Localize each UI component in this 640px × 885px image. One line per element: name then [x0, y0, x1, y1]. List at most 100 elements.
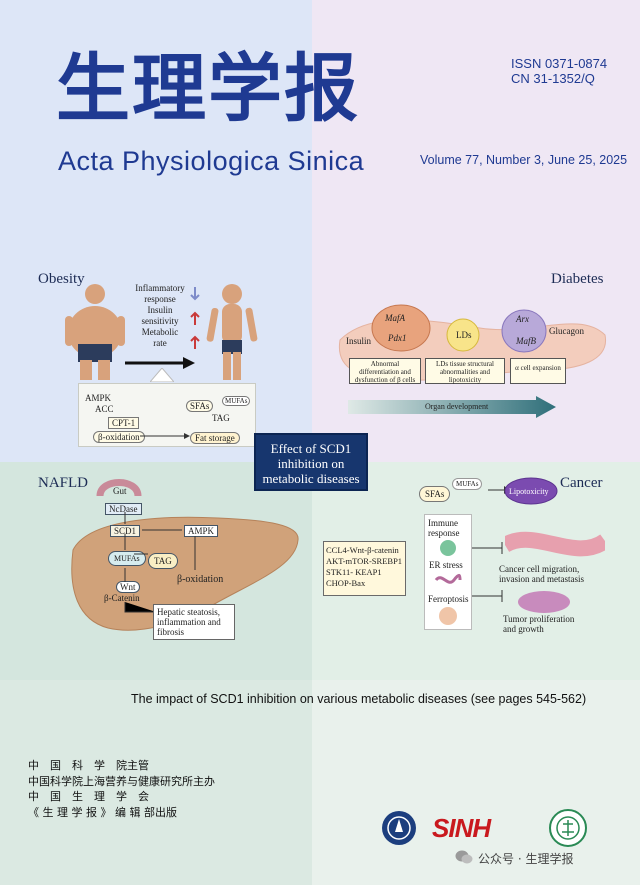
cancer-inhibition-lines	[472, 542, 503, 602]
obesity-effects: Inflammatory response Insulin sensitivit…	[130, 283, 190, 349]
publisher-name: 《 生 理 学 报 》 编 辑 部	[28, 805, 155, 819]
obesity-pathway-arrow	[140, 433, 190, 439]
obesity-progress-arrow	[125, 357, 195, 369]
publisher-role: 主管	[127, 759, 149, 772]
cn-number: CN 31-1352/Q	[511, 71, 595, 86]
center-title-line: inhibition on	[277, 456, 345, 471]
obesity-effect-text: Inflammatory	[135, 283, 185, 293]
diabetes-box-beta-cells: Abnormal differentiation and dysfunction…	[349, 358, 421, 384]
alpha-cell-illustration	[501, 309, 547, 353]
obesity-label: Obesity	[38, 271, 85, 287]
cancer-outcome-line: Cancer cell migration,	[499, 564, 580, 574]
organ-development-arrow	[348, 396, 556, 418]
cancer-outcome-line: and growth	[503, 624, 544, 634]
nafld-label: NAFLD	[38, 475, 89, 491]
cas-logo-icon	[382, 811, 416, 845]
marker-lds: LDs	[456, 330, 472, 340]
cancer-er-stress: ER stress	[429, 560, 463, 570]
liver-illustration	[71, 516, 299, 631]
cancer-outcome-line: invasion and metastasis	[499, 574, 584, 584]
pathway-node-beta-oxidation: β-oxidation	[93, 431, 145, 443]
marker-mafa: MafA	[385, 313, 405, 323]
nafld-node-ampk: AMPK	[184, 525, 219, 537]
figure-caption: The impact of SCD1 inhibition on various…	[131, 692, 587, 706]
obesity-change-arrows	[190, 287, 200, 349]
cancer-middle-line: Immune	[428, 518, 458, 528]
cancer-pathway: CHOP-Bax	[326, 578, 366, 588]
organ-development-label: Organ development	[425, 402, 489, 411]
cancer-pathways-box: CCL4-Wnt-β-catenin AKT-mTOR-SREBP1 STK11…	[323, 541, 406, 596]
obesity-effect-text: Metabolic	[141, 327, 179, 337]
nafld-node-gut: Gut	[113, 486, 127, 496]
tumor-illustration	[518, 591, 570, 613]
publisher-role: 出版	[154, 805, 177, 819]
marker-pdx1: Pdx1	[388, 333, 407, 343]
cancer-node-lipotoxicity: Lipotoxicity	[509, 487, 549, 496]
publisher-name: 中国科学院上海营养与健康研究所	[28, 774, 193, 788]
publisher-role: 主办	[193, 774, 215, 788]
obesity-effect-text: Insulin	[147, 305, 173, 315]
publisher-name: 中 国 生 理 学 会	[28, 790, 149, 803]
diabetes-box-lds: LDs tissue structural abnormalities and …	[425, 358, 505, 384]
nafld-node-ncdase: NcDase	[105, 503, 142, 515]
lean-figure-illustration	[206, 284, 258, 380]
bottom-background-left	[0, 680, 312, 885]
diabetes-box-alpha-cells: α cell expansion	[510, 358, 566, 384]
cancer-outcome-migration: Cancer cell migration, invasion and meta…	[499, 564, 584, 584]
publisher-line-1: 中 国 科 学 院主管	[28, 758, 215, 774]
volume-info: Volume 77, Number 3, June 25, 2025	[420, 153, 628, 167]
cancer-outcome-line: Tumor proliferation	[503, 614, 575, 624]
nafld-outcome-line: inflammation and	[157, 617, 221, 627]
cancer-pathway: CCL4-Wnt-β-catenin	[326, 545, 399, 555]
nafld-pathway-lines	[124, 512, 196, 613]
bg-top-right	[312, 0, 640, 462]
center-title-box: Effect of SCD1 inhibition on metabolic d…	[254, 433, 368, 491]
nafld-node-tag: TAG	[148, 553, 178, 569]
marker-insulin: Insulin	[346, 336, 372, 346]
sinh-logo-text: SINH	[432, 813, 491, 843]
physiology-society-seal-icon	[549, 809, 587, 847]
nafld-node-beta-oxidation: β-oxidation	[177, 574, 224, 585]
pathway-node-mufas: MUFAs	[222, 396, 251, 406]
cancer-node-sfas: SFAs	[419, 486, 451, 502]
diabetes-label: Diabetes	[551, 271, 604, 287]
pathway-node-cpt1: CPT-1	[108, 417, 140, 429]
lipotoxicity-cell-illustration	[504, 477, 558, 505]
issn-block: ISSN 0371-0874 CN 31-1352/Q	[511, 56, 607, 86]
pathway-node: ACC	[95, 404, 114, 414]
pathway-node-fat-storage: Fat storage	[190, 432, 240, 444]
pathway-node: AMPK	[85, 393, 112, 403]
beta-cell-illustration	[371, 304, 431, 352]
wechat-icon	[455, 850, 473, 864]
nafld-outcome-line: Hepatic steatosis,	[157, 607, 220, 617]
obesity-effect-text: response	[144, 294, 176, 304]
nafld-node-mufas: MUFAs	[108, 551, 146, 566]
publisher-line-3: 中 国 生 理 学 会	[28, 789, 215, 805]
obesity-triangle	[150, 368, 174, 382]
nafld-node-beta-catenin: β-Catenin	[104, 593, 140, 603]
marker-mafb: MafB	[516, 336, 536, 346]
cancer-immune-text: Immune response	[428, 518, 460, 538]
nafld-node-wnt: Wnt	[116, 581, 140, 593]
journal-title-english: Acta Physiologica Sinica	[58, 146, 365, 176]
blood-vessel-illustration	[505, 531, 605, 557]
publisher-line-2: 中国科学院上海营养与健康研究所主办	[28, 774, 215, 790]
pathway-node-tag: TAG	[212, 413, 230, 423]
cancer-pathway: STK11- KEAP1	[326, 567, 382, 577]
ferroptosis-cell-icon	[439, 607, 457, 625]
publisher-line-4: 《 生 理 学 报 》 编 辑 部出版	[28, 805, 215, 821]
obese-figure-illustration	[65, 284, 125, 380]
cancer-middle-line: response	[428, 528, 460, 538]
gut-illustration	[96, 479, 142, 497]
obesity-effect-text: sensitivity	[141, 316, 179, 326]
issn-number: ISSN 0371-0874	[511, 56, 608, 71]
obesity-effect-text: rate	[153, 338, 167, 348]
lipid-droplet-illustration	[446, 318, 480, 352]
marker-glucagon: Glucagon	[549, 326, 584, 336]
nafld-outcome-box: Hepatic steatosis, inflammation and fibr…	[153, 604, 235, 640]
cancer-label: Cancer	[560, 475, 603, 491]
cancer-pathway: AKT-mTOR-SREBP1	[326, 556, 403, 566]
center-title-line: Effect of SCD1	[270, 441, 352, 456]
center-title-line: metabolic diseases	[262, 471, 360, 486]
cancer-node-mufas: MUFAs	[452, 478, 483, 490]
